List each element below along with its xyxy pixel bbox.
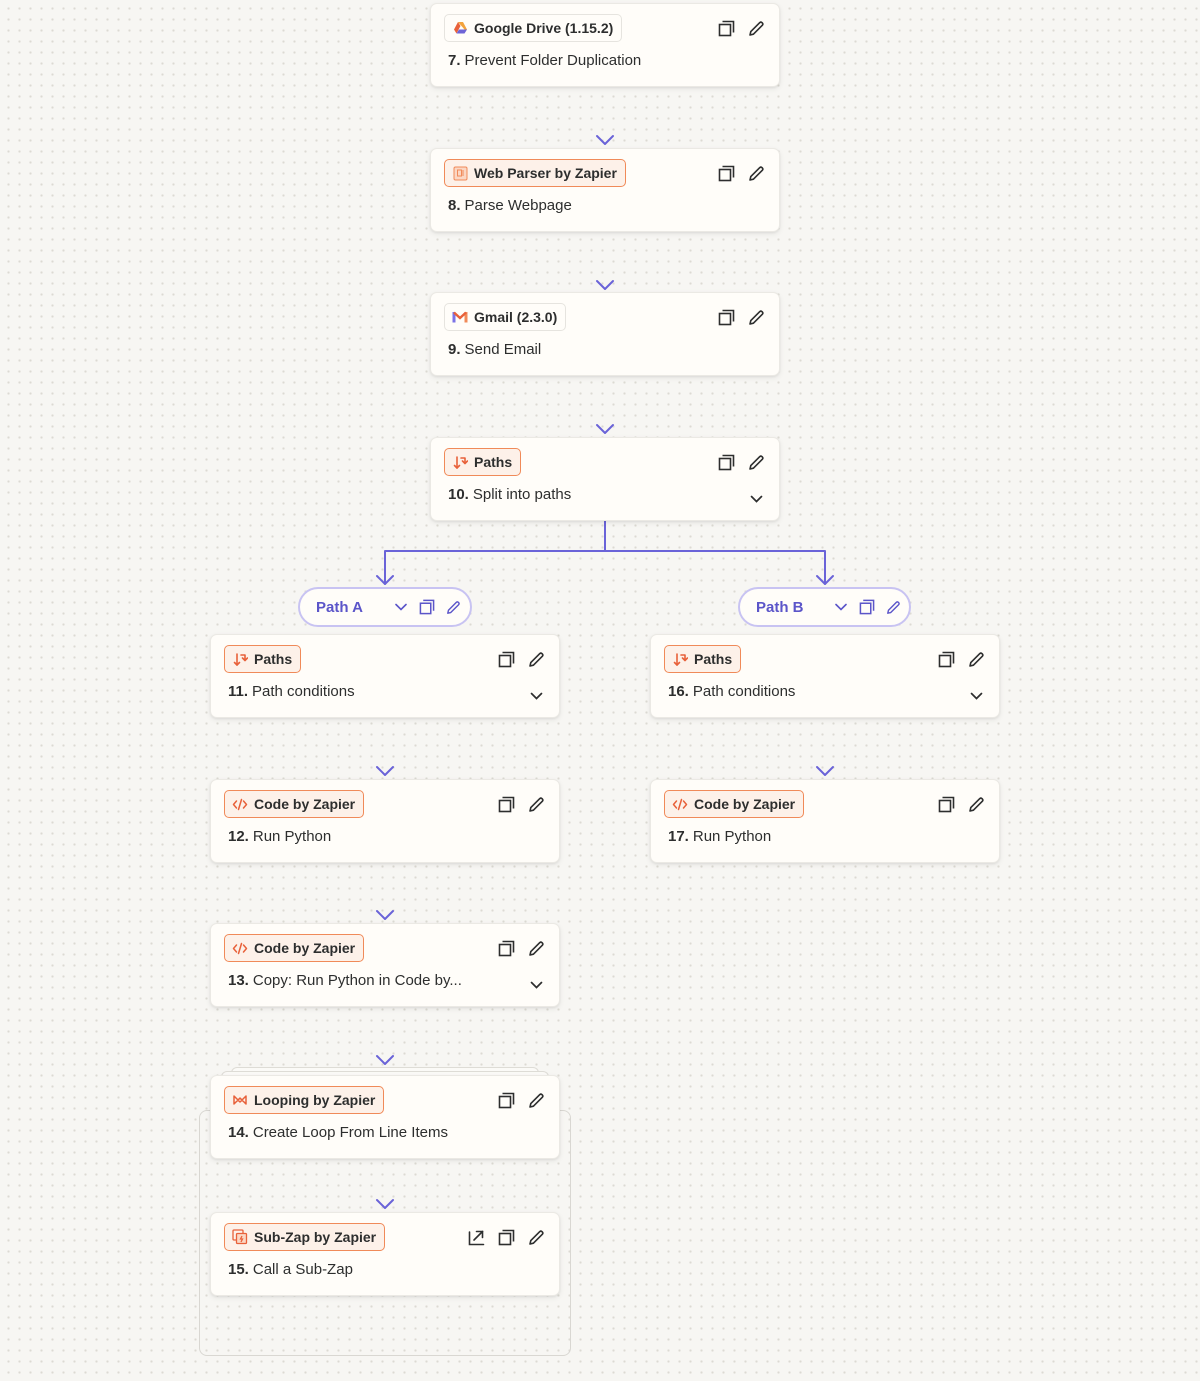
chevron-down-icon[interactable] [748, 491, 764, 507]
gmail-icon [452, 309, 468, 325]
looping-icon [232, 1092, 248, 1108]
edit-pencil-icon[interactable] [747, 308, 765, 326]
path-a-pill[interactable]: Path A [298, 587, 472, 627]
edit-pencil-icon[interactable] [527, 1228, 545, 1246]
code-icon [232, 796, 248, 812]
step-title: 15.Call a Sub-Zap [228, 1261, 353, 1278]
step-card-15[interactable]: Sub-Zap by Zapier 15.Call a Sub-Zap [210, 1212, 560, 1296]
app-name: Code by Zapier [254, 796, 356, 812]
duplicate-icon[interactable] [497, 650, 515, 668]
path-label: Path A [316, 598, 363, 616]
step-card-17[interactable]: Code by Zapier 17.Run Python [650, 779, 1000, 863]
step-title: 8.Parse Webpage [448, 197, 572, 214]
app-badge: Paths [224, 645, 302, 673]
app-badge: Google Drive (1.15.2) [444, 14, 623, 42]
code-icon [232, 940, 248, 956]
app-name: Looping by Zapier [254, 1092, 376, 1108]
edit-pencil-icon[interactable] [527, 1091, 545, 1109]
step-card-11[interactable]: Paths 11.Path conditions [210, 634, 560, 718]
duplicate-icon[interactable] [497, 795, 515, 813]
step-title: 16.Path conditions [668, 683, 796, 700]
duplicate-icon[interactable] [497, 1091, 515, 1109]
code-icon [672, 796, 688, 812]
step-card-16[interactable]: Paths 16.Path conditions [650, 634, 1000, 718]
duplicate-icon[interactable] [418, 598, 436, 616]
step-card-14[interactable]: Looping by Zapier 14.Create Loop From Li… [210, 1075, 560, 1159]
google-drive-icon [452, 20, 468, 36]
path-label: Path B [756, 598, 804, 616]
step-title: 9.Send Email [448, 341, 542, 358]
edit-pencil-icon[interactable] [884, 598, 902, 616]
duplicate-icon[interactable] [937, 650, 955, 668]
step-title: 7.Prevent Folder Duplication [448, 52, 642, 69]
duplicate-icon[interactable] [717, 19, 735, 37]
chevron-down-icon[interactable] [832, 598, 850, 616]
app-name: Sub-Zap by Zapier [254, 1229, 377, 1245]
web-parser-icon [452, 165, 468, 181]
duplicate-icon[interactable] [497, 939, 515, 957]
app-name: Gmail (2.3.0) [474, 309, 558, 325]
step-card-7[interactable]: Google Drive (1.15.2) 7.Prevent Folder D… [430, 3, 780, 87]
step-title: 12.Run Python [228, 828, 332, 845]
duplicate-icon[interactable] [937, 795, 955, 813]
edit-pencil-icon[interactable] [527, 939, 545, 957]
duplicate-icon[interactable] [717, 164, 735, 182]
step-card-8[interactable]: Web Parser by Zapier 8.Parse Webpage [430, 148, 780, 232]
app-name: Web Parser by Zapier [474, 165, 617, 181]
chevron-down-icon[interactable] [528, 977, 544, 993]
app-name: Code by Zapier [254, 940, 356, 956]
paths-icon [452, 454, 468, 470]
step-title: 13.Copy: Run Python in Code by... [228, 972, 462, 989]
duplicate-icon[interactable] [717, 308, 735, 326]
duplicate-icon[interactable] [497, 1228, 515, 1246]
edit-pencil-icon[interactable] [747, 164, 765, 182]
step-card-13[interactable]: Code by Zapier 13.Copy: Run Python in Co… [210, 923, 560, 1007]
sub-zap-icon [232, 1229, 248, 1245]
edit-pencil-icon[interactable] [527, 650, 545, 668]
app-name: Code by Zapier [694, 796, 796, 812]
app-badge: Paths [444, 448, 522, 476]
step-card-10[interactable]: Paths 10.Split into paths [430, 437, 780, 521]
app-name: Paths [694, 651, 733, 667]
step-card-9[interactable]: Gmail (2.3.0) 9.Send Email [430, 292, 780, 376]
edit-pencil-icon[interactable] [527, 795, 545, 813]
edit-pencil-icon[interactable] [967, 650, 985, 668]
chevron-down-icon[interactable] [392, 598, 410, 616]
app-badge: Gmail (2.3.0) [444, 303, 567, 331]
app-badge: Web Parser by Zapier [444, 159, 626, 187]
chevron-down-icon[interactable] [968, 688, 984, 704]
edit-pencil-icon[interactable] [967, 795, 985, 813]
step-title: 14.Create Loop From Line Items [228, 1124, 448, 1141]
app-badge: Looping by Zapier [224, 1086, 385, 1114]
step-title: 17.Run Python [668, 828, 772, 845]
app-name: Paths [474, 454, 513, 470]
app-badge: Code by Zapier [224, 790, 365, 818]
duplicate-icon[interactable] [858, 598, 876, 616]
app-badge: Code by Zapier [224, 934, 365, 962]
step-title: 10.Split into paths [448, 486, 572, 503]
app-name: Paths [254, 651, 293, 667]
edit-pencil-icon[interactable] [747, 19, 765, 37]
open-external-icon[interactable] [467, 1228, 485, 1246]
app-badge: Paths [664, 645, 742, 673]
app-badge: Code by Zapier [664, 790, 805, 818]
step-title: 11.Path conditions [228, 683, 355, 700]
paths-icon [232, 651, 248, 667]
path-b-pill[interactable]: Path B [738, 587, 911, 627]
paths-icon [672, 651, 688, 667]
chevron-down-icon[interactable] [528, 688, 544, 704]
app-badge: Sub-Zap by Zapier [224, 1223, 386, 1251]
step-card-12[interactable]: Code by Zapier 12.Run Python [210, 779, 560, 863]
edit-pencil-icon[interactable] [444, 598, 462, 616]
edit-pencil-icon[interactable] [747, 453, 765, 471]
app-name: Google Drive (1.15.2) [474, 20, 614, 36]
duplicate-icon[interactable] [717, 453, 735, 471]
